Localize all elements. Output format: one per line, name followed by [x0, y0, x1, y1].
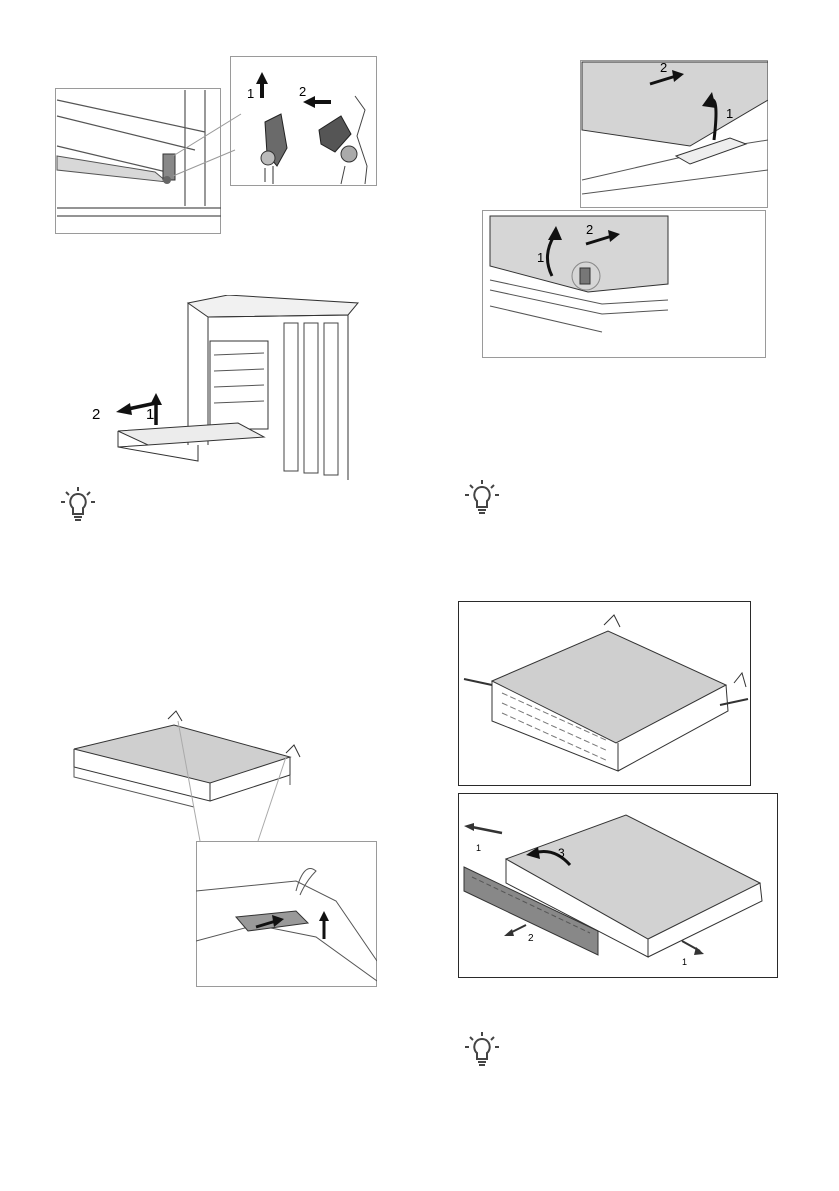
- figure-panel-lift: 2 1 1 2: [482, 60, 768, 358]
- panel-lift-bottom-step1: 1: [537, 250, 544, 265]
- cooker-drawer-step1: 1: [146, 406, 154, 423]
- drawer-remove-step3: 3: [558, 846, 565, 860]
- panel-lift-top-drawing: 2 1: [580, 60, 768, 208]
- drawer-clips-detail-drawing: [196, 841, 377, 987]
- cooker-drawer-step2: 2: [92, 406, 100, 423]
- cooker-drawer-drawing: 2 1: [88, 295, 363, 480]
- door-hinge-step1: 1: [247, 86, 254, 101]
- drawer-remove-step1a: 1: [476, 843, 481, 853]
- drawer-remove-bottom-drawing: 1 3 2 1: [458, 793, 778, 978]
- panel-lift-top-step2: 2: [660, 60, 667, 75]
- figure-door-hinge: 1 2: [55, 56, 377, 234]
- panel-lift-top-step1: 1: [726, 106, 733, 121]
- drawer-remove-step1b: 1: [682, 957, 687, 967]
- figure-drawer-remove: 1 3 2 1: [458, 601, 778, 978]
- drawer-remove-top-drawing: [458, 601, 751, 786]
- lightbulb-tip-icon: [462, 1031, 502, 1071]
- panel-lift-bottom-drawing: 1 2: [482, 210, 766, 358]
- lightbulb-tip-icon: [462, 479, 502, 519]
- drawer-remove-step2: 2: [528, 933, 534, 944]
- figure-drawer-clips: [64, 705, 377, 987]
- figure-cooker-drawer: 2 1: [88, 295, 363, 480]
- door-hinge-drawing: 1 2: [55, 56, 377, 234]
- lightbulb-tip-icon: [58, 486, 98, 526]
- panel-lift-bottom-step2: 2: [586, 222, 593, 237]
- door-hinge-step2: 2: [299, 84, 306, 99]
